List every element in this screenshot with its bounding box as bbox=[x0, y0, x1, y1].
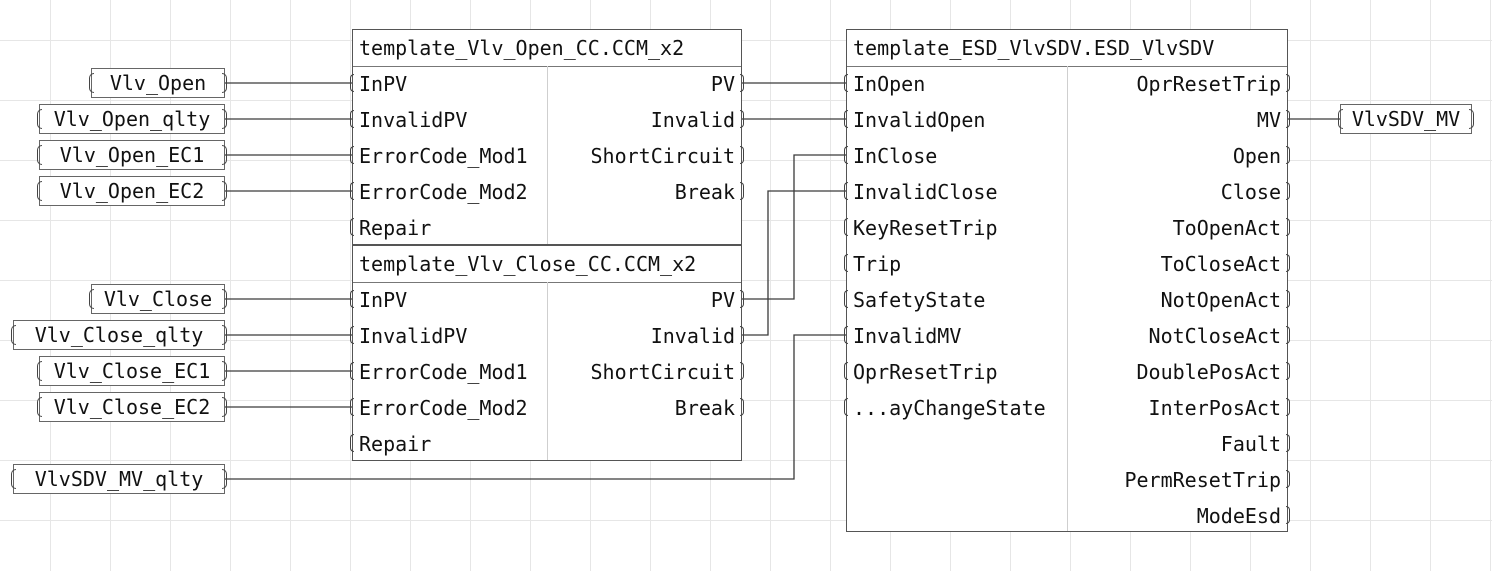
output-pin-invalid[interactable]: Invalid bbox=[545, 318, 744, 354]
block-title: template_Vlv_Close_CC.CCM_x2 bbox=[353, 246, 741, 283]
variable-vlv-open-ec2[interactable]: Vlv_Open_EC2 bbox=[37, 176, 227, 206]
input-pin-invalidmv[interactable]: InvalidMV bbox=[844, 318, 1073, 354]
output-pin-modeesd[interactable]: ModeEsd bbox=[1063, 498, 1290, 534]
block-title: template_ESD_VlvSDV.ESD_VlvSDV bbox=[847, 30, 1287, 67]
variable-vlv-close-ec1[interactable]: Vlv_Close_EC1 bbox=[37, 356, 227, 386]
output-pin-invalid[interactable]: Invalid bbox=[545, 102, 744, 138]
input-pin-errorcode-mod1[interactable]: ErrorCode_Mod1 bbox=[350, 138, 553, 174]
output-pin-interposact[interactable]: InterPosAct bbox=[1063, 390, 1290, 426]
output-pin-open[interactable]: Open bbox=[1063, 138, 1290, 174]
output-pin-break[interactable]: Break bbox=[545, 390, 744, 426]
output-pin-pv[interactable]: PV bbox=[545, 282, 744, 318]
variable-vlv-close-qlty[interactable]: Vlv_Close_qlty bbox=[11, 320, 227, 350]
variable-vlvsdv-mv-qlty[interactable]: VlvSDV_MV_qlty bbox=[11, 464, 227, 494]
output-pin-shortcircuit[interactable]: ShortCircuit bbox=[545, 138, 744, 174]
output-pin-fault[interactable]: Fault bbox=[1063, 426, 1290, 462]
output-pin-close[interactable]: Close bbox=[1063, 174, 1290, 210]
input-pin-errorcode-mod1[interactable]: ErrorCode_Mod1 bbox=[350, 354, 553, 390]
input-pin-inclose[interactable]: InClose bbox=[844, 138, 1073, 174]
function-block-close-cc[interactable]: template_Vlv_Close_CC.CCM_x2 InPV Invali… bbox=[350, 245, 744, 462]
output-pin-tocloseact[interactable]: ToCloseAct bbox=[1063, 246, 1290, 282]
input-pin-invalidpv[interactable]: InvalidPV bbox=[350, 318, 553, 354]
output-pin-mv[interactable]: MV bbox=[1063, 102, 1290, 138]
input-pin-invalidclose[interactable]: InvalidClose bbox=[844, 174, 1073, 210]
output-pin-notcloseact[interactable]: NotCloseAct bbox=[1063, 318, 1290, 354]
output-pin-permresettrip[interactable]: PermResetTrip bbox=[1063, 462, 1290, 498]
input-pin-errorcode-mod2[interactable]: ErrorCode_Mod2 bbox=[350, 174, 553, 210]
input-pin-errorcode-mod2[interactable]: ErrorCode_Mod2 bbox=[350, 390, 553, 426]
wire-close-pv-to-inclose bbox=[742, 154, 846, 300]
function-block-open-cc[interactable]: template_Vlv_Open_CC.CCM_x2 InPV Invalid… bbox=[350, 29, 744, 246]
input-pin-repair[interactable]: Repair bbox=[350, 426, 553, 462]
input-pin-keyresettrip[interactable]: KeyResetTrip bbox=[844, 210, 1073, 246]
variable-vlv-open[interactable]: Vlv_Open bbox=[89, 68, 227, 98]
function-block-esd-vlvsdv[interactable]: template_ESD_VlvSDV.ESD_VlvSDV InOpen In… bbox=[844, 29, 1290, 534]
output-pin-doubleposact[interactable]: DoublePosAct bbox=[1063, 354, 1290, 390]
input-pin-repair[interactable]: Repair bbox=[350, 210, 553, 246]
block-title: template_Vlv_Open_CC.CCM_x2 bbox=[353, 30, 741, 67]
block-divider bbox=[547, 282, 548, 460]
input-pin-inpv[interactable]: InPV bbox=[350, 66, 553, 102]
variable-vlv-open-qlty[interactable]: Vlv_Open_qlty bbox=[37, 104, 227, 134]
output-pin-shortcircuit[interactable]: ShortCircuit bbox=[545, 354, 744, 390]
variable-vlvsdv-mv[interactable]: VlvSDV_MV bbox=[1338, 104, 1474, 134]
output-pin-break[interactable]: Break bbox=[545, 174, 744, 210]
input-pin-inopen[interactable]: InOpen bbox=[844, 66, 1073, 102]
input-pin-trip[interactable]: Trip bbox=[844, 246, 1073, 282]
output-pin-oprresettrip[interactable]: OprResetTrip bbox=[1063, 66, 1290, 102]
input-pin-changestate[interactable]: ...ayChangeState bbox=[844, 390, 1073, 426]
variable-vlv-open-ec1[interactable]: Vlv_Open_EC1 bbox=[37, 140, 227, 170]
output-pin-toopenact[interactable]: ToOpenAct bbox=[1063, 210, 1290, 246]
output-pin-notopenact[interactable]: NotOpenAct bbox=[1063, 282, 1290, 318]
variable-vlv-close[interactable]: Vlv_Close bbox=[89, 284, 227, 314]
variable-vlv-close-ec2[interactable]: Vlv_Close_EC2 bbox=[37, 392, 227, 422]
wire-close-invalid-to-invalidclose bbox=[742, 190, 846, 336]
output-pin-pv[interactable]: PV bbox=[545, 66, 744, 102]
input-pin-invalidopen[interactable]: InvalidOpen bbox=[844, 102, 1073, 138]
block-divider bbox=[1067, 66, 1068, 531]
input-pin-oprresettrip[interactable]: OprResetTrip bbox=[844, 354, 1073, 390]
block-divider bbox=[547, 66, 548, 244]
input-pin-invalidpv[interactable]: InvalidPV bbox=[350, 102, 553, 138]
input-pin-inpv[interactable]: InPV bbox=[350, 282, 553, 318]
input-pin-safetystate[interactable]: SafetyState bbox=[844, 282, 1073, 318]
